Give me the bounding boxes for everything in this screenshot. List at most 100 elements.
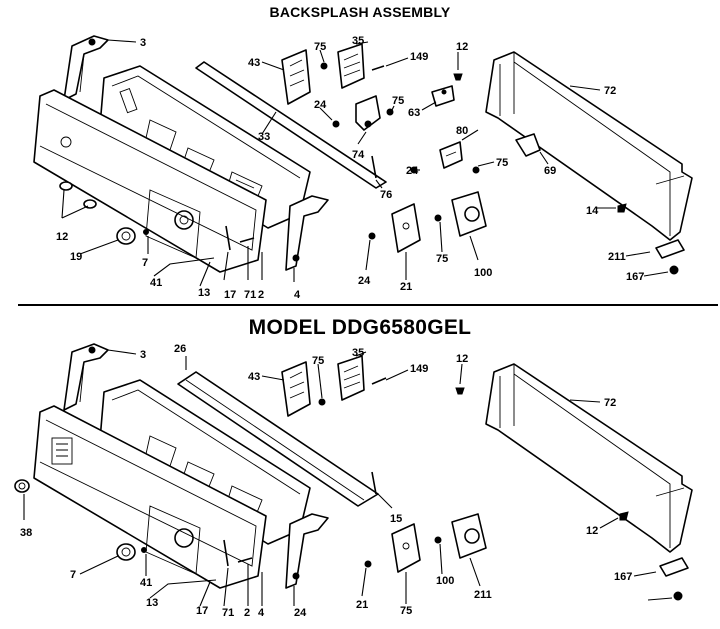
bottom-callout-35: 35 xyxy=(352,347,364,359)
bottom-callout-75: 75 xyxy=(400,605,412,617)
top-callout-12: 12 xyxy=(56,231,68,243)
part-74-bracket xyxy=(355,95,381,131)
part-35-switch xyxy=(337,43,365,89)
top-callout-12: 12 xyxy=(456,41,468,53)
top-callout-21: 21 xyxy=(400,281,412,293)
top-callout-76: 76 xyxy=(380,189,392,201)
bottom-callout-13: 13 xyxy=(146,597,158,609)
part-4-end-cap-b xyxy=(285,513,329,589)
part-211-bracket xyxy=(655,239,685,259)
top-callout-75: 75 xyxy=(392,95,404,107)
part-72-rear-panel-b xyxy=(485,363,693,553)
top-callout-3: 3 xyxy=(140,37,146,49)
top-section xyxy=(33,35,693,287)
part-75-screw-f xyxy=(434,536,442,544)
bottom-callout-12: 12 xyxy=(586,525,598,537)
part-38-knob xyxy=(14,479,30,493)
bottom-callout-72: 72 xyxy=(604,397,616,409)
top-callout-35: 35 xyxy=(352,35,364,47)
part-71-screw-b xyxy=(237,557,253,563)
part-15-screw xyxy=(371,471,377,495)
bottom-callout-41: 41 xyxy=(140,577,152,589)
bottom-callout-21: 21 xyxy=(356,599,368,611)
top-callout-149: 149 xyxy=(410,51,428,63)
part-12-clip xyxy=(453,73,463,81)
part-21-board xyxy=(391,203,421,253)
bottom-callout-7: 7 xyxy=(70,569,76,581)
top-callout-100: 100 xyxy=(474,267,492,279)
bottom-callout-17: 17 xyxy=(196,605,208,617)
part-211-bracket-b xyxy=(659,557,689,577)
part-21-board-b xyxy=(391,523,421,573)
top-callout-13: 13 xyxy=(198,287,210,299)
top-callout-14: 14 xyxy=(586,205,599,217)
part-167-screw xyxy=(669,265,679,275)
model-title: MODEL DDG6580GEL xyxy=(248,316,472,339)
part-33-rod xyxy=(195,61,387,189)
leader-lines-bottom xyxy=(23,349,673,607)
part-35-switch-b xyxy=(337,355,365,401)
bottom-callout-12: 12 xyxy=(456,353,468,365)
part-149-screw-b xyxy=(371,377,387,385)
part-75-screw-c xyxy=(472,166,480,174)
bottom-callout-43: 43 xyxy=(248,371,260,383)
bottom-callout-4: 4 xyxy=(258,607,265,619)
bottom-callout-2: 2 xyxy=(244,607,250,619)
bottom-callout-26: 26 xyxy=(174,343,186,355)
part-12-clip-b xyxy=(617,203,627,213)
top-callout-41: 41 xyxy=(150,277,162,289)
control-panel xyxy=(33,89,267,273)
top-callout-2: 2 xyxy=(258,289,264,301)
part-75-screw-a xyxy=(320,62,328,70)
part-12-clip-c xyxy=(455,387,465,395)
part-100-timer xyxy=(451,191,487,237)
section-divider xyxy=(18,304,718,306)
leader-lines-top xyxy=(61,39,669,287)
top-callout-43: 43 xyxy=(248,57,260,69)
part-24-screw-c xyxy=(368,232,376,240)
top-callout-17: 17 xyxy=(224,289,236,301)
top-callout-4: 4 xyxy=(294,289,301,301)
top-callout-24: 24 xyxy=(314,99,327,111)
top-callout-24: 24 xyxy=(358,275,371,287)
top-callout-71: 71 xyxy=(244,289,256,301)
part-63-bracket xyxy=(431,85,455,107)
bottom-callout-100: 100 xyxy=(436,575,454,587)
top-callout-74: 74 xyxy=(352,149,365,161)
top-callout-167: 167 xyxy=(626,271,644,283)
control-panel-b xyxy=(33,405,267,589)
part-76-screw xyxy=(371,155,377,179)
top-callout-211: 211 xyxy=(608,251,626,263)
bottom-callout-167: 167 xyxy=(614,571,632,583)
part-17-spring xyxy=(225,225,231,251)
bottom-callout-149: 149 xyxy=(410,363,428,375)
top-callout-80: 80 xyxy=(456,125,468,137)
part-75-screw-b xyxy=(386,108,394,116)
part-149-screw xyxy=(371,65,385,71)
part-24-screw-a xyxy=(332,120,340,128)
top-callout-75: 75 xyxy=(436,253,448,265)
part-43-bracket xyxy=(281,49,311,105)
top-callout-7: 7 xyxy=(142,257,148,269)
bottom-callout-211: 211 xyxy=(474,589,492,601)
bottom-callout-75: 75 xyxy=(312,355,324,367)
top-callout-69: 69 xyxy=(544,165,556,177)
part-75-screw-e xyxy=(318,398,326,406)
part-24-screw-d xyxy=(364,560,372,568)
part-12-clip-d xyxy=(619,511,629,521)
diagram-title: BACKSPLASH ASSEMBLY xyxy=(269,4,451,20)
bottom-callout-15: 15 xyxy=(390,513,402,525)
top-callout-72: 72 xyxy=(604,85,616,97)
part-75-screw-d xyxy=(434,214,442,222)
top-callout-63: 63 xyxy=(408,107,420,119)
part-3-end-cap xyxy=(63,35,109,101)
part-19-knobs xyxy=(59,181,97,209)
bottom-callout-3: 3 xyxy=(140,349,146,361)
part-167-screw-b xyxy=(673,591,683,601)
top-callout-24: 24 xyxy=(406,165,419,177)
part-3-end-cap-b xyxy=(63,343,109,411)
part-80-bracket xyxy=(439,141,463,169)
